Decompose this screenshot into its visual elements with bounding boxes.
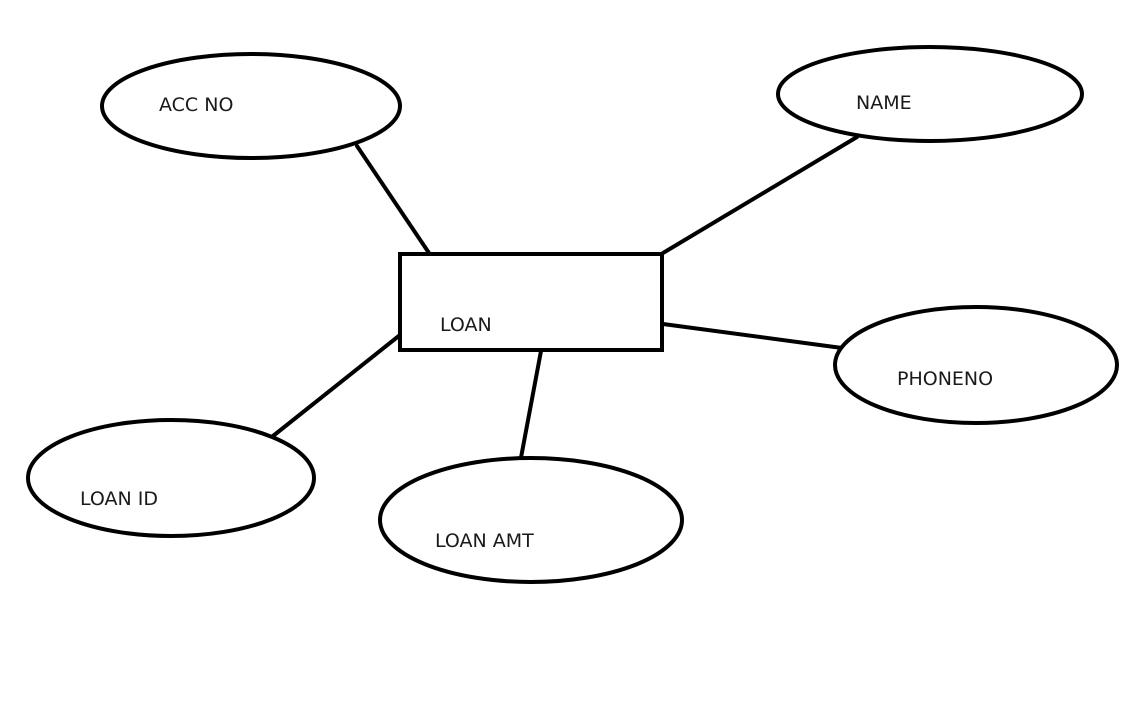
attribute-name-ellipse (776, 45, 1084, 143)
attribute-loan-amt-ellipse (378, 456, 684, 584)
attribute-loan-amt-label: LOAN AMT (435, 530, 534, 552)
attribute-acc-no-label: ACC NO (159, 94, 233, 116)
attribute-phoneno-ellipse (833, 305, 1119, 425)
attribute-name-label: NAME (856, 92, 912, 114)
attribute-loan-id-ellipse (26, 418, 316, 538)
connector-phoneno (661, 322, 844, 350)
connector-loan-amt (518, 349, 543, 465)
attribute-acc-no-ellipse (100, 52, 402, 160)
attribute-loan-id-label: LOAN ID (80, 488, 158, 510)
entity-loan-box (398, 252, 664, 352)
connector-acc-no (355, 144, 431, 255)
entity-loan-label: LOAN (440, 314, 492, 336)
connector-name (661, 135, 859, 255)
attribute-phoneno-label: PHONENO (897, 368, 993, 390)
connector-loan-id (271, 333, 402, 438)
